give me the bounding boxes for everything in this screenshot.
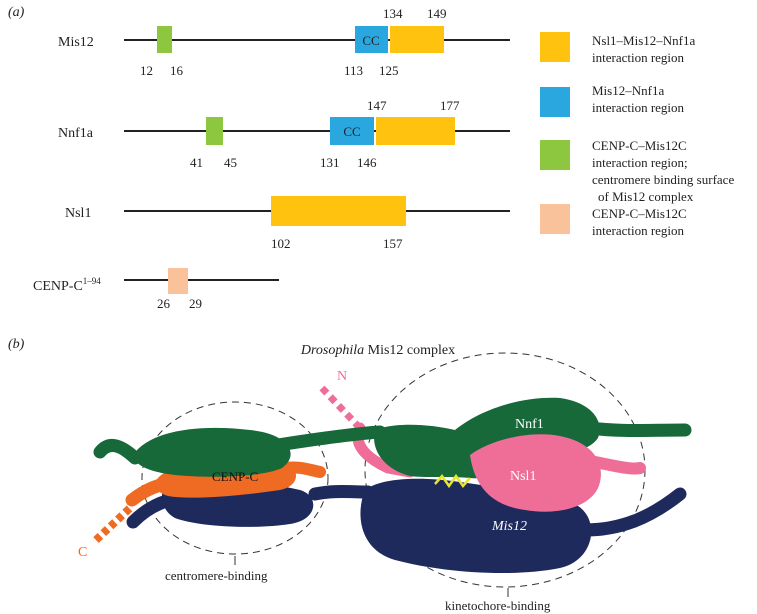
nsl1-interaction-region xyxy=(376,117,455,145)
legend-swatch-yellow xyxy=(540,32,570,62)
legend-swatch-peach xyxy=(540,204,570,234)
mis12c-interaction-region xyxy=(168,268,188,294)
residue-label: 113 xyxy=(344,63,363,78)
residue-label: 134 xyxy=(383,6,403,21)
residue-label: 146 xyxy=(357,155,377,170)
legend-text: CENP-C–Mis12C xyxy=(592,138,687,153)
legend-text: Nsl1–Mis12–Nnf1a xyxy=(592,33,696,48)
residue-label: 177 xyxy=(440,98,460,113)
residue-label: 29 xyxy=(189,296,202,311)
residue-label: 147 xyxy=(367,98,387,113)
legend-text: centromere binding surface xyxy=(592,172,734,187)
residue-label: 45 xyxy=(224,155,237,170)
nsl1-interaction-region xyxy=(390,26,444,53)
legend-text: CENP-C–Mis12C xyxy=(592,206,687,221)
residue-label: 102 xyxy=(271,236,291,251)
legend-text: interaction region xyxy=(592,223,685,238)
protein-name-nnf1a: Nnf1a xyxy=(58,126,94,141)
nsl1-protein xyxy=(470,434,646,512)
protein-name-mis12: Mis12 xyxy=(58,35,94,50)
cc-label: CC xyxy=(362,33,379,48)
protein-row-nsl1: Nsl1 102 157 xyxy=(65,196,510,251)
cenpc-c-terminus-dashes xyxy=(93,505,133,543)
panel-b-title: Drosophila Mis12 complex xyxy=(300,343,455,358)
legend-text: of Mis12 complex xyxy=(598,189,694,204)
cc-region xyxy=(355,26,388,53)
residue-label: 16 xyxy=(170,63,184,78)
legend-text: Mis12–Nnf1a xyxy=(592,83,664,98)
nsl1-n-terminus-dashes xyxy=(319,385,361,429)
centromere-binding-domain xyxy=(141,401,329,555)
cenpc-binding-region xyxy=(206,117,223,145)
residue-label: 131 xyxy=(320,155,340,170)
legend-swatch-blue xyxy=(540,87,570,117)
legend: Nsl1–Mis12–Nnf1a interaction region Mis1… xyxy=(540,32,734,238)
mis12-label: Mis12 xyxy=(491,519,527,534)
nnf1-label: Nnf1 xyxy=(515,417,544,432)
cenpc-label: CENP-C xyxy=(212,469,258,484)
residue-label: 26 xyxy=(157,296,171,311)
nsl1-label: Nsl1 xyxy=(510,469,536,484)
panel-a-label: (a) xyxy=(8,5,25,20)
panel-b-label: (b) xyxy=(8,337,25,352)
protein-name-cenpc: CENP-C1–94 xyxy=(33,276,101,294)
protein-row-nnf1a: Nnf1a CC 41 45 131 146 147 177 xyxy=(58,98,510,170)
legend-swatch-green xyxy=(540,140,570,170)
legend-text: interaction region xyxy=(592,100,685,115)
residue-label: 157 xyxy=(383,236,403,251)
legend-text: interaction region xyxy=(592,50,685,65)
cenpc-binding-region xyxy=(157,26,172,53)
cc-region xyxy=(330,117,374,145)
coiled-coil-zigzag xyxy=(434,473,471,489)
nnf1-protein xyxy=(93,397,692,479)
residue-label: 149 xyxy=(427,6,447,21)
centromere-binding-label: centromere-binding xyxy=(165,568,268,583)
n-terminus-label: N xyxy=(337,369,347,384)
mis12-nnf1a-interaction-region xyxy=(271,196,406,226)
residue-label: 12 xyxy=(140,63,153,78)
residue-label: 125 xyxy=(379,63,399,78)
kinetochore-binding-label: kinetochore-binding xyxy=(445,598,551,613)
cc-label: CC xyxy=(343,124,360,139)
c-terminus-label: C xyxy=(78,545,87,560)
residue-label: 41 xyxy=(190,155,203,170)
legend-text: interaction region; xyxy=(592,155,688,170)
protein-row-mis12: Mis12 CC 12 16 113 125 134 149 xyxy=(58,6,510,78)
protein-name-nsl1: Nsl1 xyxy=(65,206,91,221)
protein-row-cenpc: CENP-C1–94 26 29 xyxy=(33,268,279,311)
